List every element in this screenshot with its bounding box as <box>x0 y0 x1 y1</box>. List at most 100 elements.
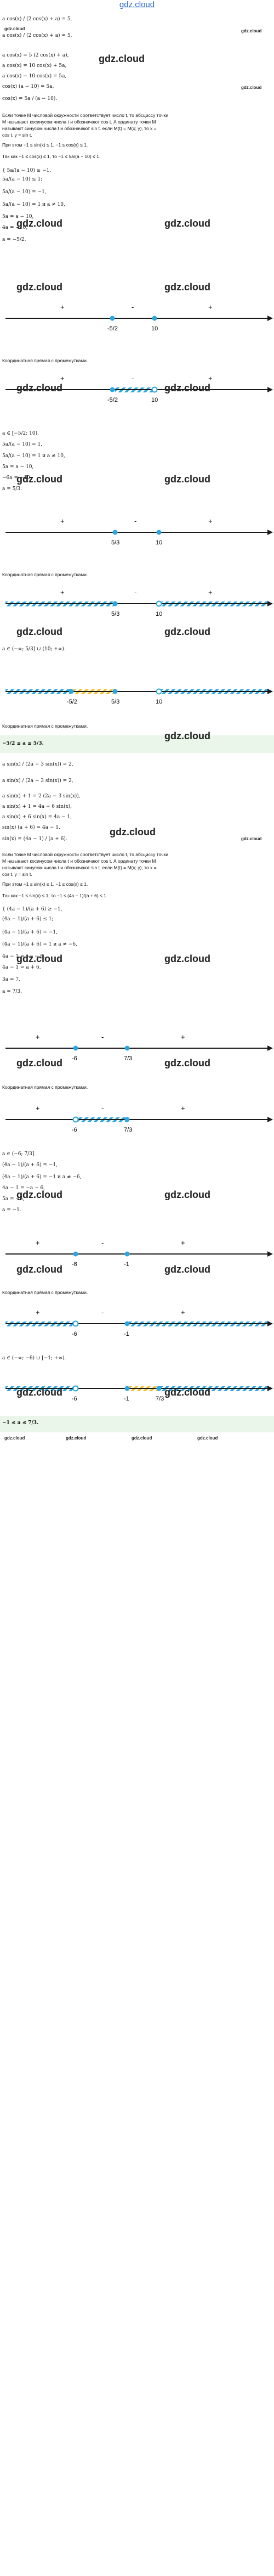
eq-line: cos(x) (a − 10) = 5a, <box>2 84 54 89</box>
axis-point <box>156 1386 162 1391</box>
axis-point <box>112 601 118 606</box>
sign-label: + <box>208 374 213 383</box>
sign-label: - <box>132 374 134 383</box>
eq-line: −6a = −10, <box>2 475 32 481</box>
eq-line: a sin(x) + 6 sin(x) = 4a − 1, <box>2 814 72 820</box>
eq-line: 4a − 1 = a + 6, <box>2 965 41 970</box>
watermark: gdz.cloud <box>241 836 262 841</box>
eq-line: a sin(x) + 1 = 2 (2a − 3 sin(x)), <box>2 794 81 799</box>
eq-line: a = −1. <box>2 1207 21 1213</box>
sign-label: + <box>208 517 213 525</box>
tick-label: -6 <box>72 1127 77 1133</box>
watermark: gdz.cloud <box>164 1387 210 1398</box>
axis-point <box>68 689 74 694</box>
tick-label: -6 <box>72 1396 77 1402</box>
sign-label: - <box>101 1308 104 1317</box>
watermark: gdz.cloud <box>164 1264 210 1275</box>
eq-line: { 5a/(a − 10) ≥ −1, <box>2 168 52 173</box>
watermark: gdz.cloud <box>241 29 262 33</box>
eq-line: a cos(x) = 10 cos(x) + 5a, <box>2 63 67 69</box>
axis-point <box>110 387 115 392</box>
interval-answer: a ∈ (−∞; −6) ∪ [−1; +∞). <box>2 1356 66 1361</box>
axis-point <box>151 386 158 393</box>
number-line-2: + - + -5/2 10 <box>5 374 273 403</box>
sign-label: - <box>101 1033 104 1041</box>
watermark: gdz.cloud <box>164 282 210 293</box>
interval-answer: a ∈ (−∞; 5/3] ∪ (10; +∞). <box>2 646 66 652</box>
watermark: gdz.cloud <box>197 1436 218 1441</box>
tick-label: 10 <box>151 397 158 403</box>
axis-point <box>72 1116 79 1123</box>
watermark: gdz.cloud <box>164 474 210 485</box>
caption: Координатная прямая с промежутками. <box>2 723 88 729</box>
theory-line: M называют косинусом числа t и обозначаю… <box>2 119 156 125</box>
theory-line: При этом −1 ≤ sin(x) ≤ 1, −1 ≤ cos(x) ≤ … <box>2 881 88 887</box>
theory-line: cos t, y = sin t. <box>2 132 32 138</box>
watermark: gdz.cloud <box>16 383 62 393</box>
number-line-1: + - + -5/2 10 <box>5 303 273 332</box>
sign-label: + <box>208 303 213 311</box>
number-line-8: + - + -6 -1 <box>5 1239 273 1268</box>
theory-line: Так как −1 ≤ cos(x) ≤ 1, то −1 ≤ 5a/(a −… <box>2 154 101 159</box>
eq-line: 5a/(a − 10) = −1, <box>2 189 47 195</box>
number-line-10: -6 -1 7/3 <box>5 1385 273 1402</box>
sign-label: + <box>181 1033 185 1041</box>
eq-line: 5a/(a − 10) = 1, <box>2 442 43 447</box>
tick-label: -1 <box>124 1261 129 1268</box>
watermark: gdz.cloud <box>16 1189 62 1200</box>
axis-point <box>124 1386 130 1391</box>
sign-label: - <box>134 588 136 597</box>
eq-line: a sin(x) / (2a − 3 sin(x)) = 2, <box>2 762 73 767</box>
tick-label: 10 <box>156 611 162 617</box>
eq-line: a cos(x) = 5 (2 cos(x) + a), <box>2 53 69 58</box>
axis-point <box>156 530 162 535</box>
watermark: gdz.cloud <box>164 1189 210 1200</box>
axis-arrow <box>267 1386 273 1391</box>
watermark: gdz.cloud <box>164 953 210 964</box>
watermark: gdz.cloud <box>164 626 210 637</box>
number-line-6: + - + -6 7/3 <box>5 1033 273 1062</box>
number-line-5: -5/2 5/3 10 <box>5 688 273 705</box>
number-line-4: + - + 5/3 10 <box>5 588 273 617</box>
eq-line: (4a − 1)/(a + 6) = −1, <box>2 930 58 935</box>
axis-point <box>152 316 157 321</box>
watermark: gdz.cloud <box>164 383 210 393</box>
answer-band <box>0 1416 274 1432</box>
site-link[interactable]: gdz.cloud <box>119 0 155 9</box>
theory-line: Так как −1 ≤ sin(x) ≤ 1, то −1 ≤ (4a − 1… <box>2 893 108 898</box>
tick-label: -6 <box>72 1331 77 1337</box>
eq-line: 3a = 7, <box>2 977 20 982</box>
final-answer: −5/2 ≤ a ≤ 5/3. <box>2 741 44 746</box>
axis-point <box>156 600 162 607</box>
axis-arrow <box>267 601 273 606</box>
axis-point <box>124 1321 130 1326</box>
eq-line: { (4a − 1)/(a + 6) ≥ −1, <box>2 907 62 912</box>
watermark: gdz.cloud <box>164 218 210 229</box>
eq-line: 4a − 1 = −a − 6, <box>2 1185 45 1191</box>
eq-line: a sin(x) + 1 = 4a − 6 sin(x), <box>2 804 72 809</box>
eq-line: 5a = a − 10, <box>2 214 34 220</box>
caption: Координатная прямая с промежутками. <box>2 358 88 363</box>
sign-label: + <box>36 1104 40 1112</box>
tick-label: -5/2 <box>107 325 118 332</box>
theory-line: cos t, y = sin t. <box>2 871 32 877</box>
tick-label: 7/3 <box>124 1127 132 1133</box>
axis-arrow <box>267 387 273 392</box>
tick-label: 10 <box>156 539 162 546</box>
watermark: gdz.cloud <box>132 1436 152 1441</box>
axis-point <box>72 1385 79 1392</box>
watermark: gdz.cloud <box>4 1436 25 1441</box>
theory-line: Если точке M числовой окружности соответ… <box>2 852 169 857</box>
eq-line: cos(x) = 5a / (a − 10). <box>2 96 58 102</box>
eq-line: 5a = −5, <box>2 1196 25 1202</box>
sign-label: + <box>60 303 65 311</box>
sign-label: + <box>36 1308 40 1317</box>
eq-line: a sin(x) / (2a − 3 sin(x)) = 2, <box>2 778 73 784</box>
theory-line: называют синусом числа t и обозначают si… <box>2 865 157 870</box>
axis-arrow <box>267 1045 273 1051</box>
sign-label: + <box>60 517 65 525</box>
eq-line: a cos(x) / (2 cos(x) + a) = 5, <box>2 33 72 38</box>
tick-label: 5/3 <box>111 699 119 705</box>
eq-line: sin(x) (a + 6) = 4a − 1, <box>2 825 60 830</box>
sign-label: + <box>36 1033 40 1041</box>
